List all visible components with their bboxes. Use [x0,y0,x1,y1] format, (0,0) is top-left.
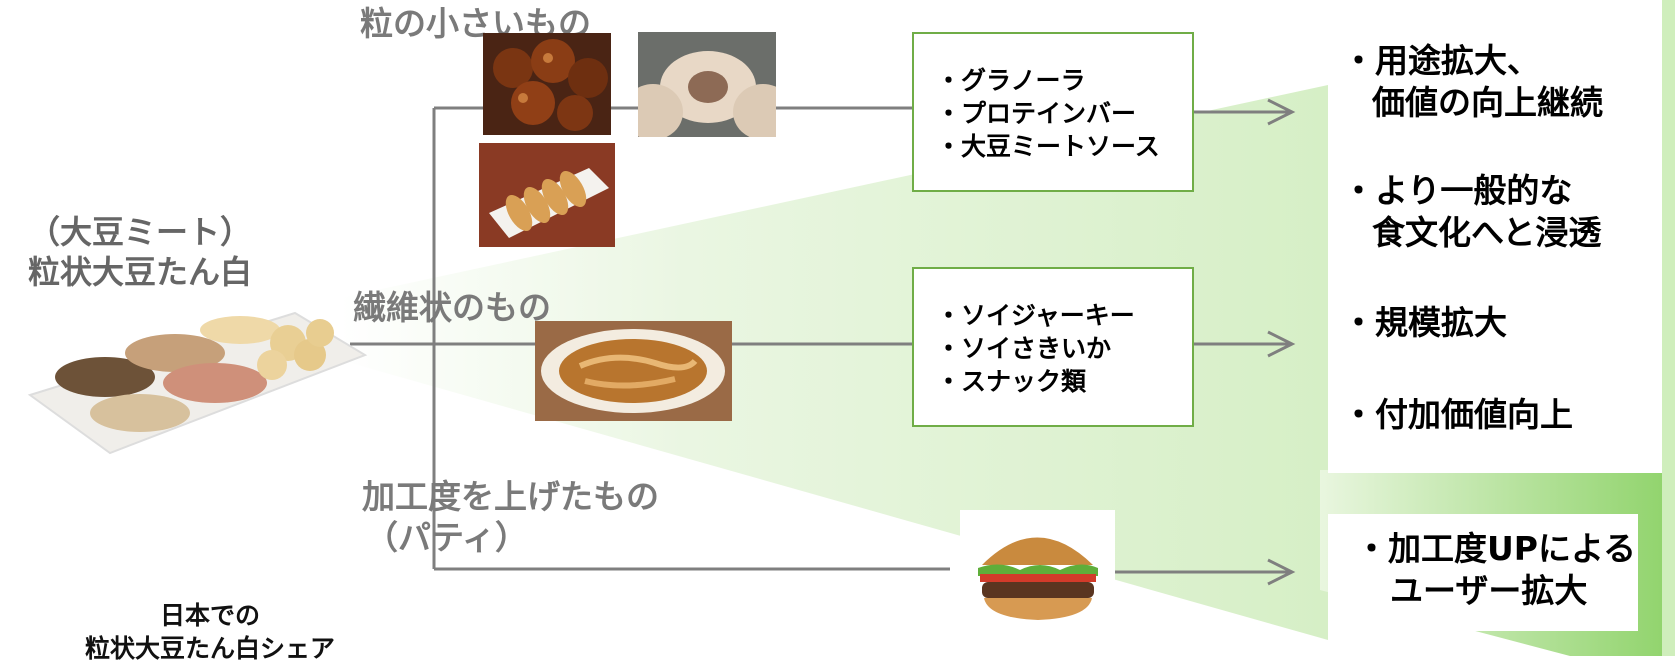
burger-photo [960,510,1115,635]
outcome-panel-main: ・用途拡大、 価値の向上継続 ・より一般的な 食文化へと浸透 ・規模拡大 ・付加… [1328,0,1662,473]
arrow-right-icon [1267,98,1296,126]
source-food-photo [10,275,370,460]
outcome-panel-patty: ・加工度UPによる ユーザー拡大 [1328,514,1638,631]
category-patty-label-line1: 加工度を上げたもの [362,477,659,516]
product-item: ・プロテインバー [936,99,1137,128]
gyoza-photo [479,143,615,247]
outcome-1-line1: ・用途拡大、 [1342,41,1540,80]
product-item: ・ソイジャーキー [936,301,1135,330]
outcome-2-line1: ・より一般的な [1342,171,1573,210]
outcome-patty-line2: ユーザー拡大 [1390,571,1588,610]
outcome-patty-line1: ・加工度UPによる [1355,529,1636,568]
steamed-bun-photo [638,32,776,137]
category-fibrous-label: 繊維状のもの [353,288,551,327]
expansion-fan [340,85,1328,640]
product-item: ・大豆ミートソース [936,132,1160,161]
product-item: ・スナック類 [936,367,1087,396]
outcome-3: ・規模拡大 [1342,303,1507,342]
share-note-line1: 日本での [159,601,260,630]
arrow-right-icon [1267,330,1296,358]
product-box-fibrous: ・ソイジャーキー ・ソイさきいか ・スナック類 [912,267,1194,427]
sweet-sour-pork-photo [483,33,611,135]
green-edge [1662,0,1675,656]
product-box-small-grain: ・グラノーラ ・プロテインバー ・大豆ミートソース [912,32,1194,192]
share-note-line2: 粒状大豆たん白シェア [84,634,335,663]
arrow-right-icon [1267,558,1296,586]
source-label-line1: （大豆ミート） [27,213,252,251]
outcome-2-line2: 食文化へと浸透 [1372,213,1602,252]
outcome-4: ・付加価値向上 [1342,395,1573,434]
outcome-1-line2: 価値の向上継続 [1372,83,1603,122]
product-item: ・グラノーラ [936,66,1086,95]
soy-meat-stir-fry-photo [535,321,732,421]
product-item: ・ソイさきいか [936,334,1112,363]
source-label-line2: 粒状大豆たん白 [27,253,252,291]
category-patty-label-line2: （パティ） [365,518,529,557]
